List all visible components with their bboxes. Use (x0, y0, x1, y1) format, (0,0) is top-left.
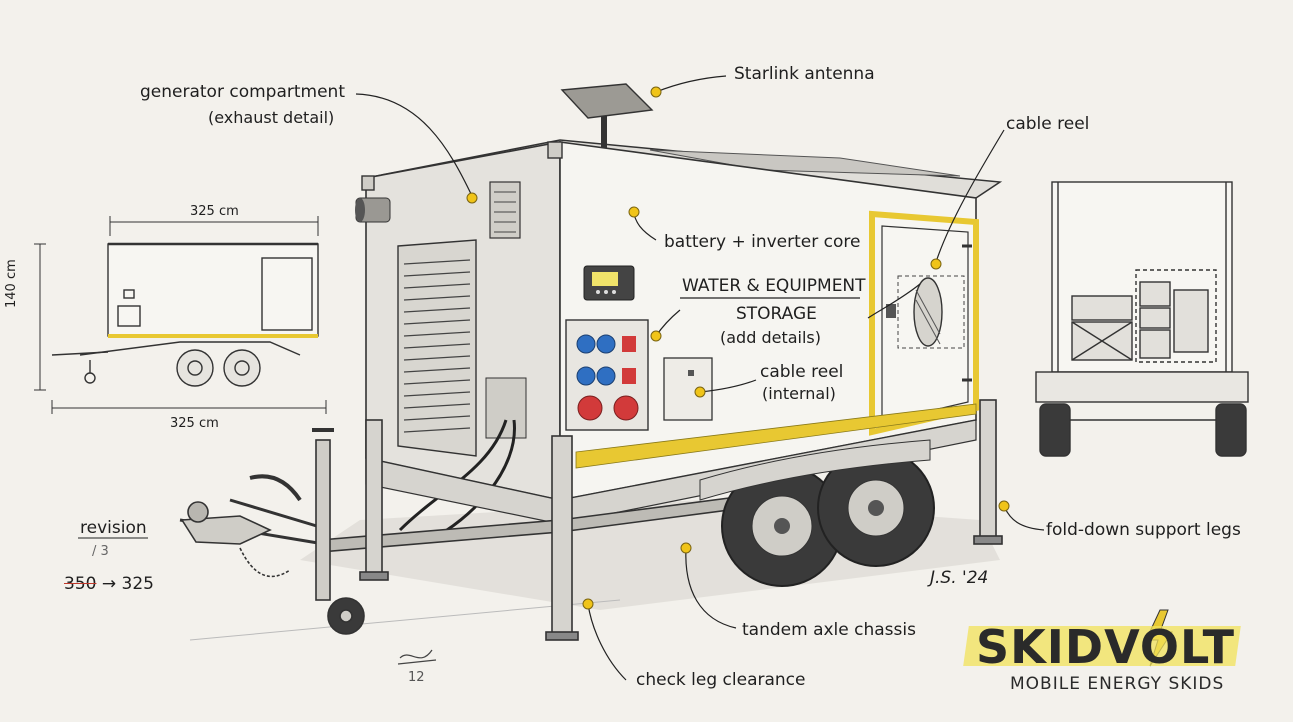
label-leg-clearance: check leg clearance (636, 670, 806, 690)
pin-leg-clearance (582, 598, 594, 610)
pin-battery (628, 206, 640, 218)
initials-scribble (397, 649, 437, 665)
revision-change: 350 → 325 (64, 574, 154, 594)
label-tandem: tandem axle chassis (742, 620, 916, 640)
label-water-title-2: STORAGE (736, 304, 817, 324)
dim-height: 140 cm (4, 259, 19, 308)
dim-top-width: 325 cm (190, 204, 239, 219)
label-water-sub: (add details) (720, 328, 821, 347)
tow-hitch (180, 474, 302, 578)
trailer-rear-view (1035, 181, 1249, 457)
pin-generator (466, 192, 478, 204)
revision-title: revision (80, 518, 147, 538)
label-support-legs: fold-down support legs (1046, 520, 1241, 540)
revision-old: 350 (64, 574, 97, 594)
annotation-pins (466, 86, 1010, 610)
brand-name: SKIDVOLT (976, 620, 1236, 674)
control-display (583, 265, 635, 301)
pin-cable-reel (930, 258, 942, 270)
pin-cable-internal (694, 386, 706, 398)
label-cable-reel: cable reel (1006, 114, 1090, 134)
pin-water (650, 330, 662, 342)
initials: 12 (408, 670, 425, 685)
revision-new: 325 (121, 574, 154, 594)
brand-tagline: MOBILE ENERGY SKIDS (1010, 674, 1225, 694)
starlink-dish (560, 83, 654, 148)
pin-starlink (650, 86, 662, 98)
revision-arrow: → (101, 574, 117, 594)
label-cable-internal-sub: (internal) (762, 384, 836, 403)
socket-panel (565, 319, 649, 431)
label-battery: battery + inverter core (664, 232, 861, 252)
label-cable-internal: cable reel (760, 362, 844, 382)
pin-tandem (680, 542, 692, 554)
brand-logo: SKIDVOLT MOBILE ENERGY SKIDS (963, 612, 1264, 702)
jockey-wheel (312, 428, 365, 635)
label-starlink: Starlink antenna (734, 64, 875, 84)
signature: J.S. '24 (930, 568, 989, 588)
label-water-title-1: WATER & EQUIPMENT (682, 276, 866, 296)
revision-note: / 3 (92, 544, 109, 559)
pin-support-legs (998, 500, 1010, 512)
tandem-wheels (699, 439, 935, 587)
exhaust-icon (355, 197, 391, 223)
dim-bottom-width: 325 cm (170, 416, 219, 431)
dimension-lines (34, 216, 327, 414)
label-generator-sub: (exhaust detail) (208, 108, 335, 127)
cable-reel-icon (897, 275, 965, 349)
trailer-side-view (51, 242, 319, 387)
trailer-main-perspective (179, 83, 1003, 641)
label-generator: generator compartment (140, 82, 345, 102)
support-leg (359, 399, 1003, 641)
